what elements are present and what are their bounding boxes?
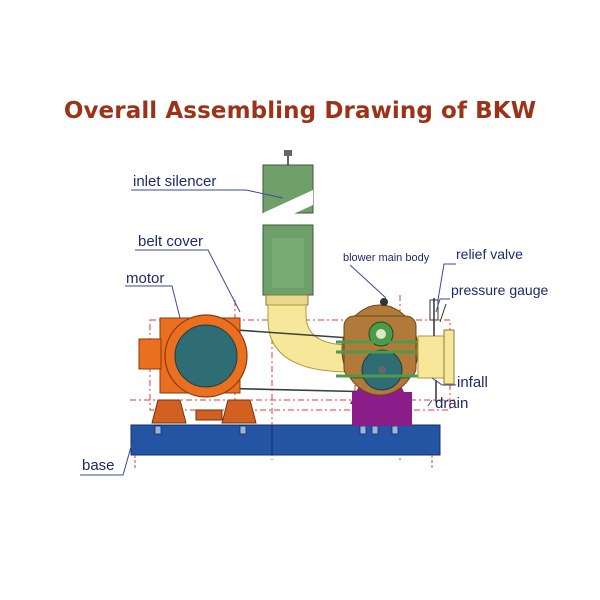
motor (138, 314, 257, 424)
label-infall: infall (457, 374, 488, 391)
inlet-silencer (262, 150, 314, 306)
label-relief-valve: relief valve (456, 246, 523, 262)
label-belt-cover: belt cover (138, 233, 203, 250)
blower-main-body (336, 298, 426, 426)
label-pressure-gauge: pressure gauge (451, 282, 549, 298)
inlet-elbow-pipe (267, 304, 351, 373)
outlet-flange (417, 298, 455, 402)
label-base: base (82, 457, 115, 474)
leader-lines (80, 189, 456, 476)
label-motor: motor (126, 270, 164, 287)
label-drain: drain (435, 395, 468, 412)
diagram-title: Overall Assembling Drawing of BKW (63, 98, 537, 124)
label-blower-main-body: blower main body (343, 252, 430, 264)
label-inlet-silencer: inlet silencer (133, 173, 216, 190)
base-frame (130, 424, 441, 470)
